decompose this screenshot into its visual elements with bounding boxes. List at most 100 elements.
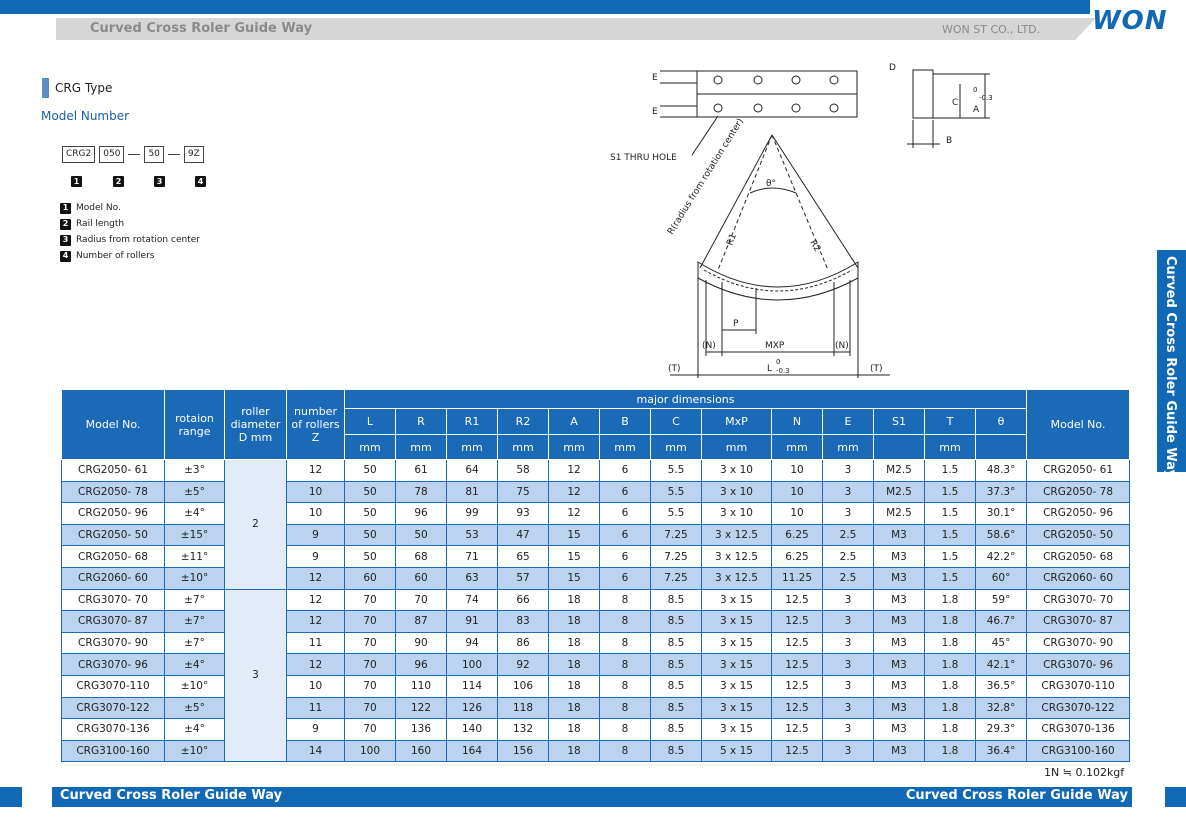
cell-value: 61 (395, 459, 447, 482)
cell-value: 86 (497, 631, 549, 655)
label-theta: θ° (766, 179, 776, 189)
major-dimensions-header: major dimensions (343, 389, 1028, 409)
cell-value: 110 (395, 674, 447, 698)
cell-value: 1.8 (924, 674, 976, 698)
cell-value: M3 (873, 545, 925, 568)
cell-value: 1.5 (924, 502, 976, 525)
dim-col-unit (974, 434, 1028, 460)
cell-rotation-range: ±10° (164, 566, 225, 590)
cell-value: 3 x 15 (701, 631, 772, 655)
badge-1: 1 (71, 176, 82, 187)
cell-model-no: CRG2050- 50 (61, 523, 165, 547)
cell-model-no: CRG2050- 61 (61, 459, 165, 482)
model-code: CRG2 050 50 9Z (62, 146, 204, 163)
cell-value: 99 (446, 502, 498, 525)
cell-value: 70 (344, 588, 396, 612)
dim-col-name: L (344, 408, 396, 435)
label-s1-hole: S1 THRU HOLE (610, 153, 677, 163)
cell-value: 8.5 (650, 631, 702, 655)
cell-value: 6.25 (771, 523, 823, 547)
cell-value: 50 (344, 459, 396, 482)
cell-value: 60° (974, 566, 1028, 590)
cell-value: 58 (497, 459, 549, 482)
dim-col-name: R (395, 408, 447, 435)
legend-text: Number of rollers (76, 251, 155, 261)
cell-rotation-range: ±4° (164, 502, 225, 525)
dim-col-name: R2 (497, 408, 549, 435)
cell-model-no: CRG3070- 96 (61, 653, 165, 676)
cell-value: 58.6° (974, 523, 1028, 547)
code-dash (128, 154, 141, 155)
cell-value: 3 x 15 (701, 718, 772, 741)
cell-value: 32.8° (974, 696, 1028, 720)
cell-value: 8 (599, 674, 651, 698)
cell-value: 48.3° (974, 459, 1028, 482)
cell-model-no-right: CRG2050- 61 (1026, 459, 1131, 482)
cell-value: 91 (446, 610, 498, 633)
cell-model-no: CRG3070- 70 (61, 588, 165, 612)
cell-value: 6 (599, 566, 651, 590)
cell-value: 18 (548, 674, 600, 698)
cell-model-no-right: CRG3070- 96 (1026, 653, 1131, 676)
cell-value: 96 (395, 502, 447, 525)
leader-line (691, 115, 719, 156)
r2-line (771, 134, 829, 271)
cell-value: 1.8 (924, 718, 976, 741)
badge-3: 3 (154, 176, 165, 187)
cell-rotation-range: ±7° (164, 588, 225, 612)
cell-value: 8.5 (650, 739, 702, 763)
cell-value: 8 (599, 631, 651, 655)
cell-model-no-right: CRG3070-122 (1026, 696, 1131, 720)
dim-col-unit: mm (344, 434, 396, 460)
cell-value: 3 x 10 (701, 480, 772, 504)
spec-table: Model No. rotaion range roller diameter … (61, 389, 1131, 763)
cell-model-no: CRG2050- 96 (61, 502, 165, 525)
cell-value: 100 (344, 739, 396, 763)
cell-value: 47 (497, 523, 549, 547)
cell-model-no-right: CRG3100-160 (1026, 739, 1131, 763)
code-dash (167, 154, 180, 155)
cell-value: 12.5 (771, 653, 823, 676)
dim-col-name: A (548, 408, 600, 435)
cell-value: 3 (822, 502, 874, 525)
cell-value: 9 (286, 545, 345, 568)
cell-value: 3 (822, 674, 874, 698)
cell-value: 3 x 15 (701, 696, 772, 720)
cell-value: 11 (286, 696, 345, 720)
cell-model-no: CRG3070- 90 (61, 631, 165, 655)
cell-value: 70 (344, 653, 396, 676)
col-rotation-range: rotaion range (164, 389, 225, 460)
cell-value: 106 (497, 674, 549, 698)
cell-value: 90 (395, 631, 447, 655)
side-tab[interactable]: Curved Cross Roler Guide Way (1157, 250, 1186, 478)
label-b: B (946, 136, 952, 146)
cell-value: 1.8 (924, 739, 976, 763)
cell-value: 6 (599, 545, 651, 568)
cell-value: 8.5 (650, 696, 702, 720)
footer-left-block (0, 787, 22, 807)
cell-value: 5.5 (650, 459, 702, 482)
cell-value: 12 (548, 459, 600, 482)
col-number-of-rollers: number of rollers Z (286, 389, 345, 460)
cell-value: 12.5 (771, 739, 823, 763)
cell-value: M3 (873, 588, 925, 612)
cell-value: 60 (395, 566, 447, 590)
dim-col-unit (873, 434, 925, 460)
cell-value: 65 (497, 545, 549, 568)
cell-rotation-range: ±7° (164, 610, 225, 633)
cell-value: M3 (873, 696, 925, 720)
cell-value: 3 x 15 (701, 588, 772, 612)
header-stripe (0, 0, 1090, 14)
side-tab-label: Curved Cross Roler Guide Way (1163, 256, 1178, 479)
cell-value: 42.2° (974, 545, 1028, 568)
cell-roller-diameter: 3 (224, 588, 287, 763)
dim-col-unit: mm (446, 434, 498, 460)
label-mxp: MXP (765, 341, 785, 351)
cell-value: 2.5 (822, 523, 874, 547)
won-logo: WON (1092, 6, 1168, 36)
cell-value: 118 (497, 696, 549, 720)
